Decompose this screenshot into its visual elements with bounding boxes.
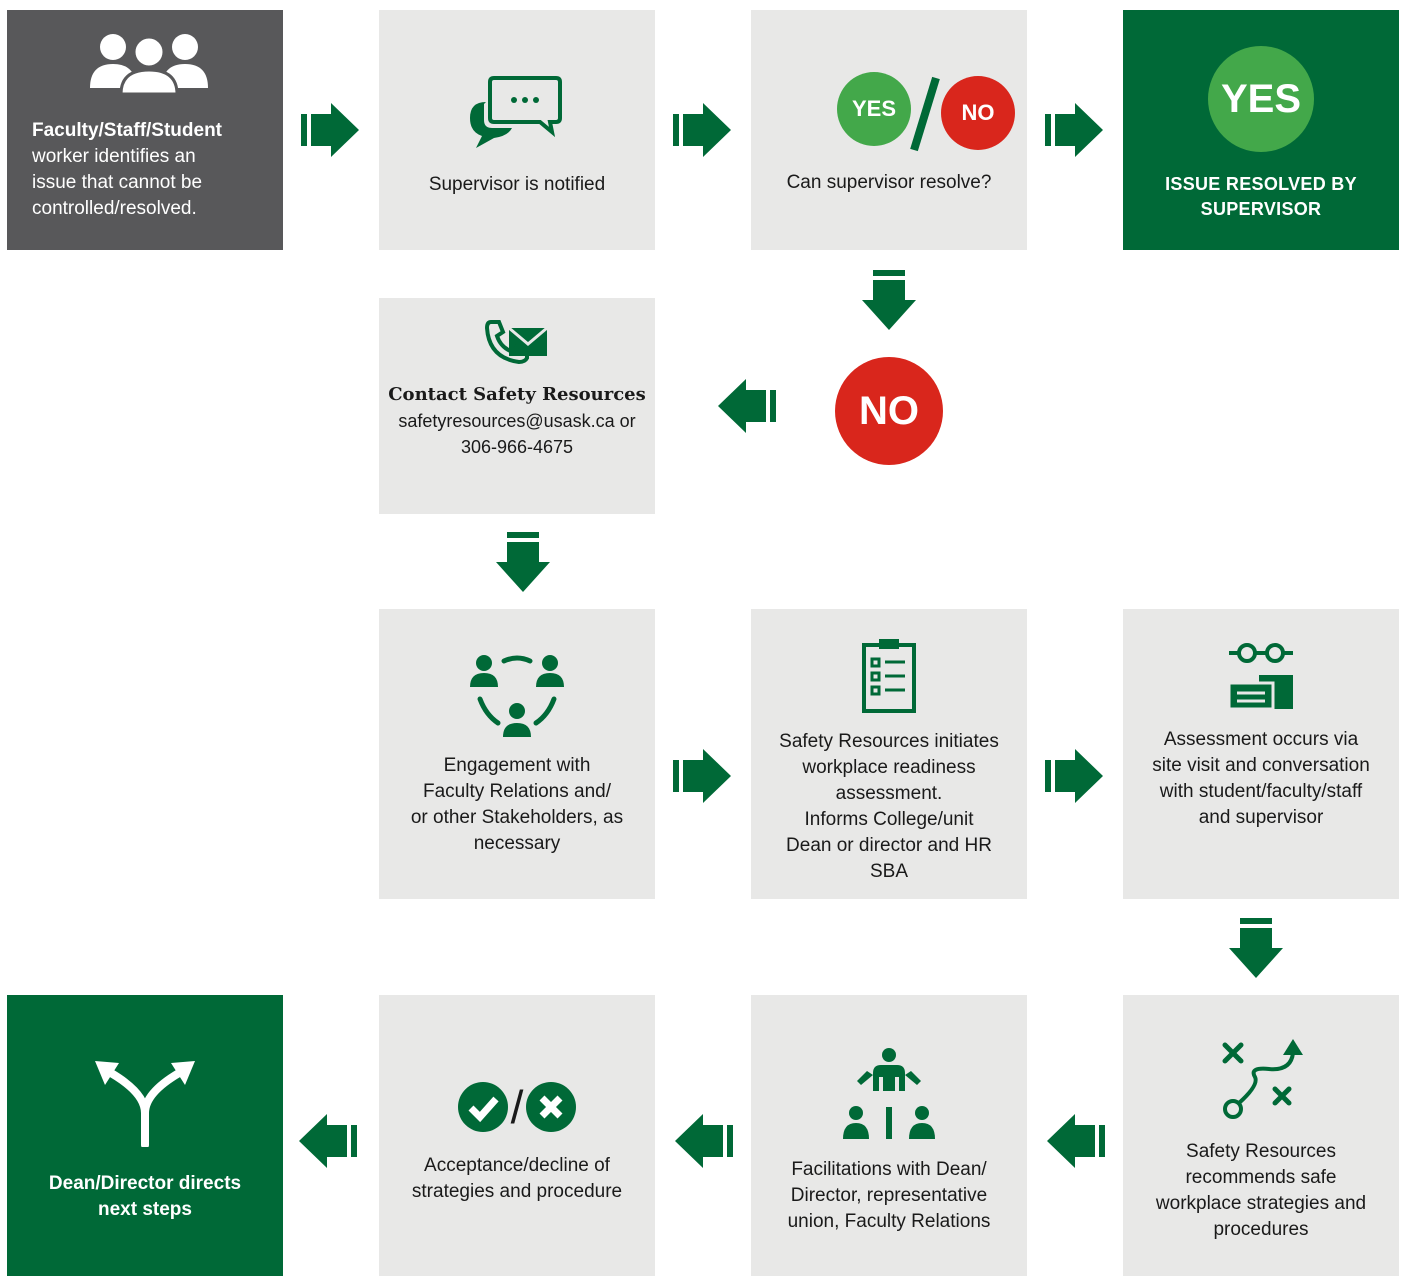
recommend-line-3: workplace strategies and bbox=[1155, 1193, 1367, 1214]
step-can-supervisor-resolve: YES NO Can supervisor resolve? bbox=[751, 10, 1027, 250]
facilitation-line-3: union, Faculty Relations bbox=[787, 1211, 991, 1232]
arrow-down-1 bbox=[862, 270, 916, 330]
check-circle-icon bbox=[457, 1082, 508, 1132]
step-engagement: Engagement with Faculty Relations and/ o… bbox=[379, 609, 655, 899]
arrow-right-3 bbox=[1045, 103, 1103, 157]
step-supervisor-notified: Supervisor is notified bbox=[379, 10, 655, 250]
arrow-down-2 bbox=[496, 532, 550, 592]
acceptance-line-2: strategies and procedure bbox=[411, 1181, 623, 1202]
assessment-init-line-5: Dean or director and HR bbox=[786, 835, 992, 856]
contact-title: Contact Safety Resources bbox=[388, 384, 646, 405]
arrow-left-3 bbox=[675, 1114, 733, 1168]
recommend-line-1: Safety Resources bbox=[1186, 1141, 1336, 1162]
cross-circle-icon bbox=[526, 1082, 577, 1132]
arrow-left-4 bbox=[299, 1114, 357, 1168]
assessment-init-line-6: SBA bbox=[869, 861, 909, 882]
assessment-visit-line-3: with student/faculty/staff bbox=[1159, 781, 1363, 802]
glasses-documents-icon bbox=[1227, 643, 1293, 711]
arrow-down-3 bbox=[1229, 918, 1283, 978]
assessment-visit-line-1: Assessment occurs via bbox=[1163, 729, 1359, 750]
assessment-init-line-3: assessment. bbox=[835, 783, 943, 804]
step-contact-safety-resources: Contact Safety Resources safetyresources… bbox=[379, 298, 655, 514]
step-assessment-initiated: Safety Resources initiates workplace rea… bbox=[751, 609, 1027, 899]
yes-badge-large: YES bbox=[1208, 46, 1314, 152]
arrow-left-1 bbox=[718, 379, 776, 433]
assessment-init-line-4: Informs College/unit bbox=[804, 809, 974, 830]
no-badge-small: NO bbox=[941, 76, 1015, 150]
step-assessment-visit: Assessment occurs via site visit and con… bbox=[1123, 609, 1399, 899]
no-badge-large: NO bbox=[835, 357, 943, 465]
assessment-init-line-2: workplace readiness bbox=[802, 757, 976, 778]
dean-line-1: Dean/Director directs bbox=[48, 1173, 242, 1194]
arrow-right-2 bbox=[673, 103, 731, 157]
arrow-right-1 bbox=[301, 103, 359, 157]
engagement-line-2: Faculty Relations and/ bbox=[423, 781, 611, 802]
arrow-right-4 bbox=[673, 749, 731, 803]
worker-title: Faculty/Staff/Student bbox=[32, 120, 223, 141]
supervisor-notified-text: Supervisor is notified bbox=[428, 174, 606, 195]
engagement-line-3: or other Stakeholders, as bbox=[410, 807, 624, 828]
step-issue-resolved: YES ISSUE RESOLVED BY SUPERVISOR bbox=[1123, 10, 1399, 250]
step-dean-directs: Dean/Director directs next steps bbox=[7, 995, 283, 1276]
facilitation-line-1: Facilitations with Dean/ bbox=[791, 1159, 987, 1180]
step-acceptance: / Acceptance/decline of strategies and p… bbox=[379, 995, 655, 1276]
arrow-right-5 bbox=[1045, 749, 1103, 803]
resolved-text-1: ISSUE RESOLVED BY bbox=[1165, 174, 1357, 194]
chat-bubbles-icon bbox=[470, 76, 562, 148]
recommend-line-2: recommends safe bbox=[1185, 1167, 1337, 1188]
can-resolve-text: Can supervisor resolve? bbox=[786, 172, 992, 193]
assessment-visit-line-4: and supervisor bbox=[1198, 807, 1324, 828]
people-cycle-icon bbox=[470, 655, 564, 737]
dean-line-2: next steps bbox=[98, 1199, 192, 1220]
step-recommend-strategies: Safety Resources recommends safe workpla… bbox=[1123, 995, 1399, 1276]
contact-email: safetyresources@usask.ca or bbox=[398, 411, 636, 431]
engagement-line-4: necessary bbox=[473, 833, 561, 854]
phone-envelope-icon bbox=[485, 320, 548, 364]
group-icon bbox=[90, 34, 208, 94]
contact-phone: 306-966-4675 bbox=[460, 437, 574, 457]
step-worker-identifies: Faculty/Staff/Student worker identifies … bbox=[7, 10, 283, 250]
engagement-line-1: Engagement with bbox=[443, 755, 591, 776]
step-facilitations: Facilitations with Dean/ Director, repre… bbox=[751, 995, 1027, 1276]
assessment-init-line-1: Safety Resources initiates bbox=[779, 731, 999, 752]
assessment-visit-line-2: site visit and conversation bbox=[1152, 755, 1370, 776]
check-cross-divider: / bbox=[510, 1081, 524, 1133]
worker-text: worker identifies an issue that cannot b… bbox=[32, 146, 203, 219]
strategy-path-icon bbox=[1222, 1039, 1303, 1119]
resolved-text-2: SUPERVISOR bbox=[1200, 199, 1322, 219]
clipboard-checklist-icon bbox=[862, 639, 916, 713]
yes-badge: YES bbox=[837, 72, 911, 146]
facilitation-line-2: Director, representative bbox=[790, 1185, 988, 1206]
arrow-left-2 bbox=[1047, 1114, 1105, 1168]
acceptance-line-1: Acceptance/decline of bbox=[424, 1155, 610, 1176]
hierarchy-people-icon bbox=[843, 1048, 935, 1139]
slash-divider bbox=[910, 76, 940, 152]
recommend-line-4: procedures bbox=[1213, 1219, 1309, 1240]
split-arrow-icon bbox=[95, 1061, 195, 1147]
